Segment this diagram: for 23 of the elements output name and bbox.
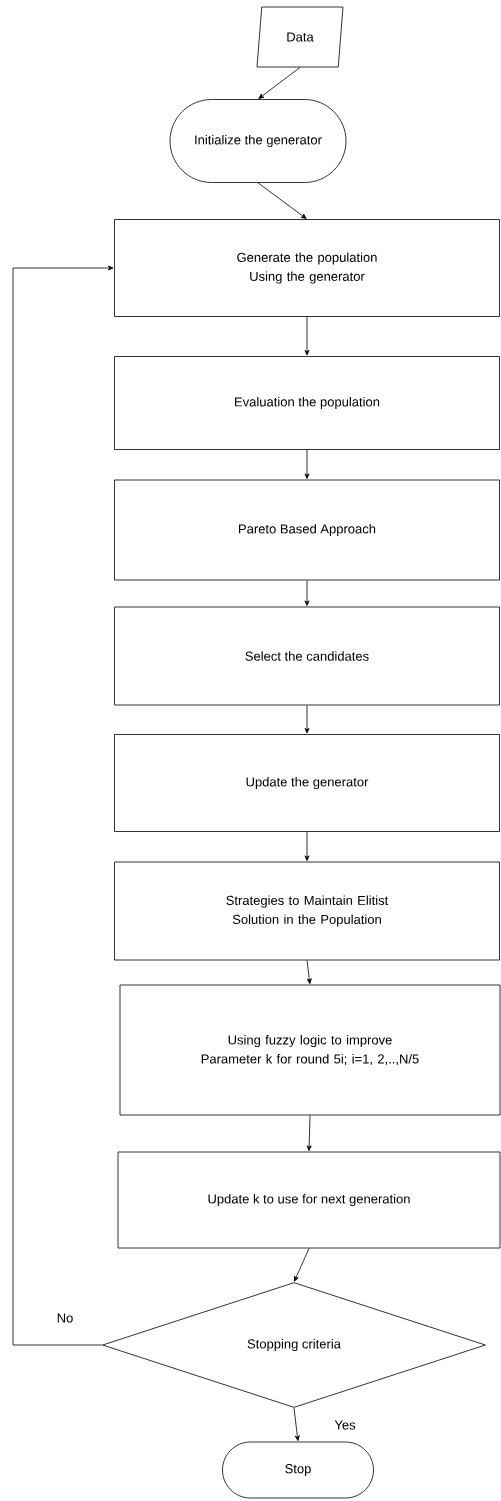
arrow <box>306 1115 312 1151</box>
arrow <box>294 1248 310 1282</box>
data-parallelogram: Data <box>256 6 344 68</box>
process-box: Generate the population Using the generator <box>114 219 500 317</box>
arrow <box>304 580 310 606</box>
process-box: Select the candidates <box>114 606 500 706</box>
process-box: Strategies to Maintain Elitist Solution in the Population <box>114 861 500 961</box>
arrow <box>304 705 310 734</box>
arrow <box>12 265 114 1346</box>
process-box: Using fuzzy logic to improve Parameter k for round 5i; i=1, 2,..,N/5 <box>119 984 501 1116</box>
process-box: Pareto Based Approach <box>114 479 500 581</box>
arrow <box>257 182 307 219</box>
arrow <box>306 960 312 984</box>
edge-label: No <box>55 1312 75 1324</box>
arrow <box>304 831 310 861</box>
arrow <box>304 449 310 479</box>
arrow <box>304 316 310 356</box>
arrow <box>258 67 301 99</box>
edge-label: Yes <box>333 1419 357 1431</box>
arrow <box>293 1407 300 1441</box>
process-box: Update the generator <box>114 734 500 832</box>
process-box: Update k to use for next generation <box>117 1151 501 1249</box>
process-box: Evaluation the population <box>114 356 500 450</box>
